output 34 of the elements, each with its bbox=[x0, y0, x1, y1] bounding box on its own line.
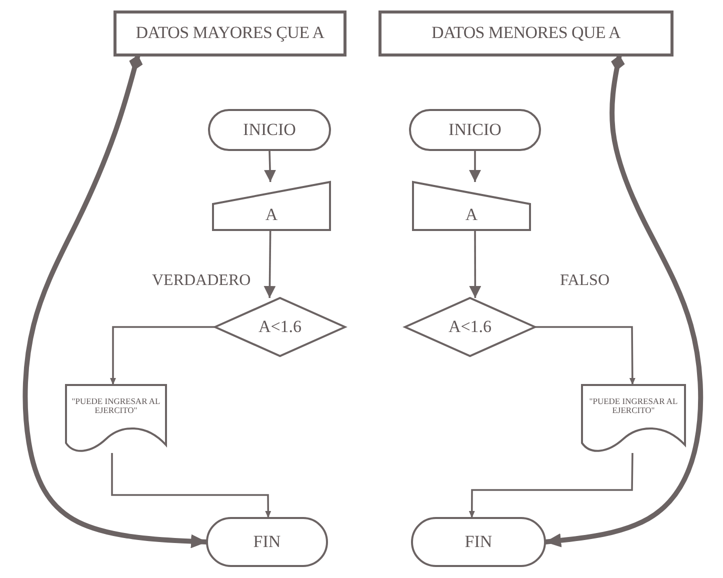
output-message: "PUEDE INGRESAR AL EJERCITO" bbox=[588, 397, 679, 416]
node-label: FIN bbox=[464, 532, 492, 552]
terminal-shape bbox=[209, 110, 330, 150]
node-label: DATOS MENORES QUE A bbox=[431, 24, 621, 43]
data-box bbox=[380, 12, 672, 55]
manual-input-shape bbox=[213, 182, 330, 230]
terminal-shape bbox=[410, 110, 540, 150]
connector-arrow bbox=[469, 150, 481, 182]
connector-arrow bbox=[264, 150, 276, 182]
node-label: INICIO bbox=[243, 120, 296, 140]
decision-diamond bbox=[405, 298, 535, 356]
terminal-shape bbox=[412, 518, 545, 566]
node-label: A bbox=[465, 206, 478, 224]
decision-diamond bbox=[215, 298, 345, 356]
terminal-shape bbox=[207, 518, 327, 566]
node-label: INICIO bbox=[448, 120, 502, 140]
manual-input-shape bbox=[413, 182, 530, 230]
connector-arrow bbox=[468, 452, 634, 518]
connector-arrow bbox=[110, 326, 215, 385]
document-shape bbox=[66, 385, 166, 453]
output-message: "PUEDE INGRESAR AL EJERCITO" bbox=[70, 397, 162, 416]
node-label: A<1.6 bbox=[448, 318, 492, 336]
document-shape bbox=[582, 385, 685, 453]
node-label: FIN bbox=[253, 532, 281, 552]
node-label: DATOS MAYORES ÇUE A bbox=[136, 24, 324, 43]
connector-arrow bbox=[469, 230, 482, 298]
connector-arrow bbox=[111, 453, 272, 518]
curved-arrow bbox=[544, 54, 704, 548]
data-box bbox=[115, 12, 345, 55]
connector-arrow bbox=[264, 230, 276, 298]
node-label: A<1.6 bbox=[258, 318, 302, 336]
curved-arrow bbox=[22, 54, 208, 548]
connector-arrow bbox=[535, 326, 636, 385]
node-label: A bbox=[265, 206, 278, 224]
